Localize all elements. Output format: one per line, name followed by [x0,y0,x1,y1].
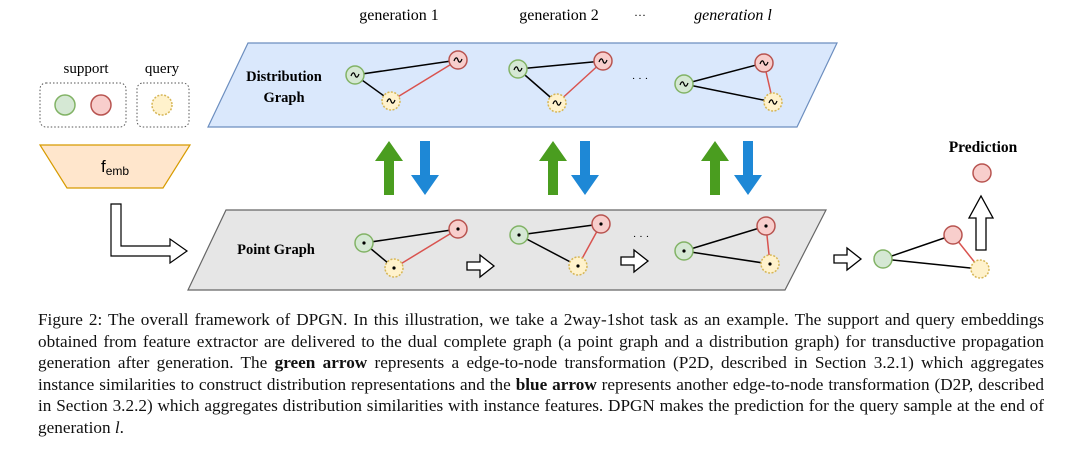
caption-blue-arrow: blue arrow [515,374,597,394]
legend-query-label: query [145,61,180,77]
d2p-arrow-gen2 [571,141,599,195]
generation-2-label: generation 2 [519,7,599,24]
generation-ellipsis: ··· [634,8,646,22]
framework-figure: generation 1 generation 2 ··· generation… [38,7,1018,291]
query-yellow-icon [151,94,173,116]
point-step-arrow-2 [620,248,650,274]
legend-support-label: support [64,61,110,77]
p2d-arrow-gen2 [539,141,567,195]
legend-support-box [39,82,127,128]
caption-text-1: Figure 2: The overall framework of DPGN.… [38,310,1044,373]
caption-text-3: represents another edge-to-node transfor… [38,374,1044,437]
caption-text-2: represents a edge-to-node transformation… [38,353,1044,394]
d2p-arrow-gen1 [411,141,439,195]
point-triangle-genl [674,216,780,274]
distribution-triangle-genl [674,53,783,112]
d2p-arrow-genl [734,141,762,195]
p2d-arrow-gen1 [375,141,403,195]
embedding-module [38,144,192,189]
point-triangle-gen1 [354,219,468,278]
figure-caption: Figure 2: The overall framework of DPGN.… [38,309,1044,439]
distribution-triangle-gen1 [345,50,468,111]
generation-1-label: generation 1 [359,7,439,24]
prediction-result-node [972,163,992,183]
distribution-graph-label-line1: Distribution [246,69,322,85]
prediction-label: Prediction [949,139,1018,156]
prediction-up-arrow [967,194,995,251]
caption-green-arrow: green arrow [274,353,368,373]
to-prediction-arrow [833,246,863,272]
distribution-ellipsis: · · · [632,73,649,85]
distribution-graph-plane [207,42,838,128]
point-triangle-gen2 [509,214,611,276]
embedding-label: femb [101,157,129,178]
support-green-icon [54,94,76,116]
distribution-triangle-gen2 [508,51,613,113]
embedding-to-point-arrow [110,203,189,265]
support-red-icon [90,94,112,116]
caption-text-4: . [119,417,124,437]
distribution-graph-label-line2: Graph [263,90,304,106]
point-graph-label: Point Graph [237,242,315,258]
point-ellipsis: · · · [633,231,650,243]
p2d-arrow-genl [701,141,729,195]
prediction-graph [873,225,990,279]
point-step-arrow-1 [466,253,496,279]
caption-generation-l: l [114,417,120,437]
point-graph-plane [187,209,827,291]
generation-l-label: generation l [694,7,772,24]
